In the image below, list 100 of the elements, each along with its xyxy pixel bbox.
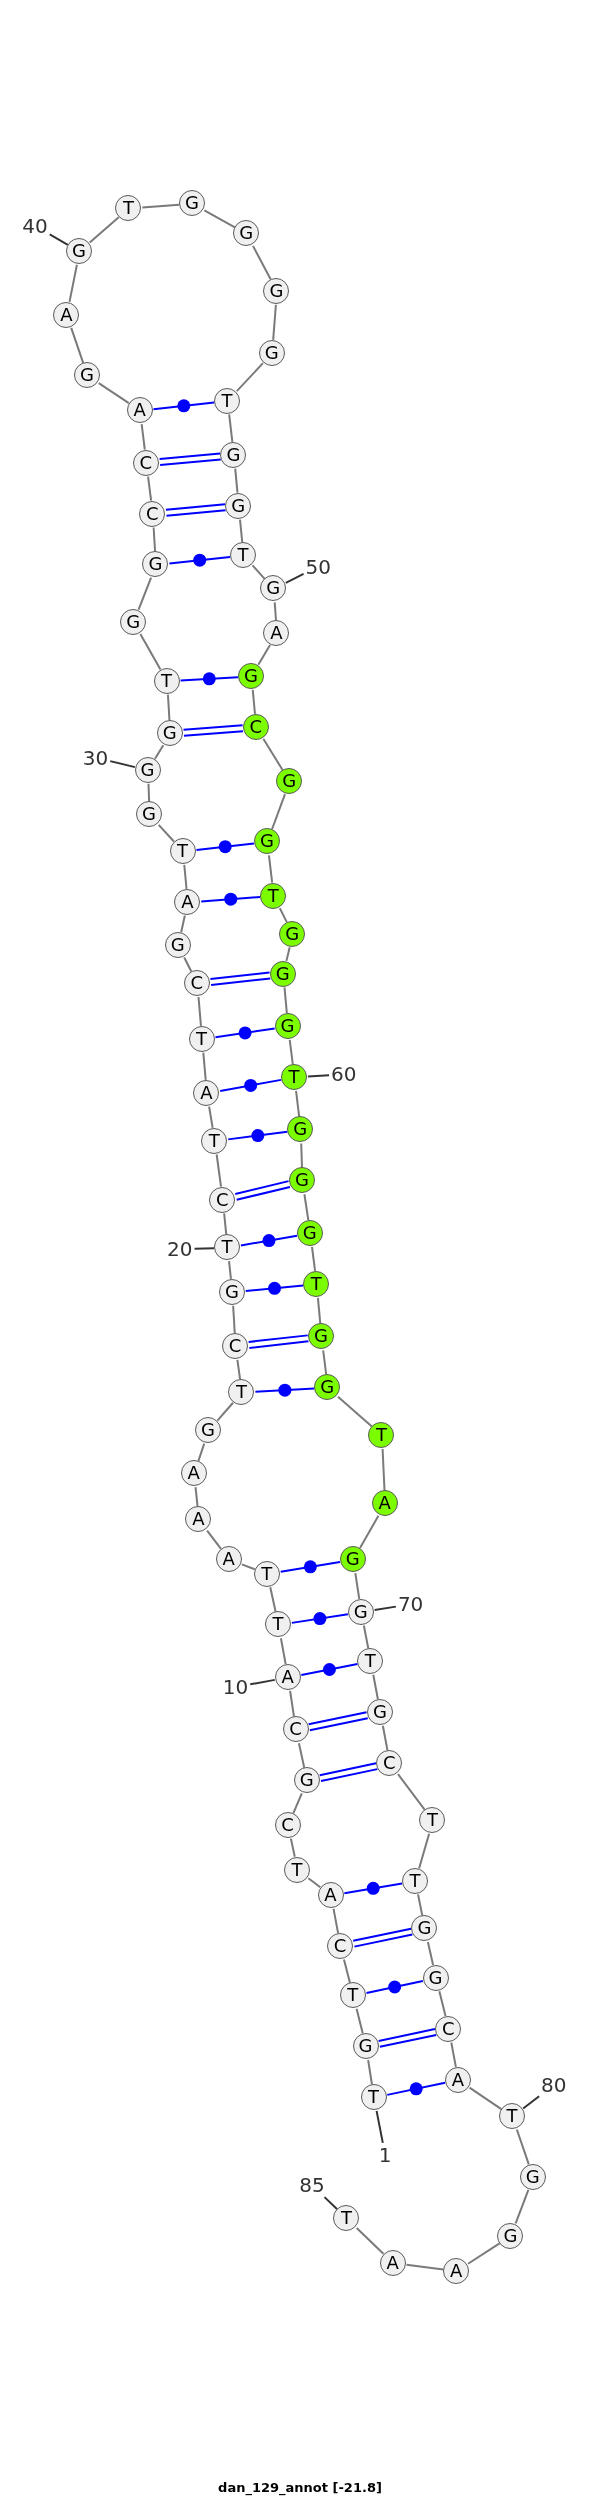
nucleotide-circle: T — [201, 1127, 228, 1154]
backbone-line — [468, 2086, 503, 2111]
base-pair-line — [307, 1711, 369, 1732]
nucleotide-circle: T — [368, 1422, 395, 1449]
backbone-line — [417, 1893, 424, 1917]
backbone-line — [166, 693, 171, 722]
backbone-line — [232, 1304, 236, 1334]
nucleotide-circle: G — [156, 720, 183, 747]
backbone-line — [197, 1442, 206, 1462]
nucleotide-circle: G — [352, 2033, 379, 2060]
backbone-line — [300, 1142, 303, 1169]
nucleotide-circle: G — [293, 1767, 320, 1794]
nucleotide-circle: G — [263, 277, 290, 304]
nucleotide-circle: C — [282, 1716, 309, 1743]
backbone-line — [147, 475, 153, 502]
nucleotide-circle: G — [314, 1374, 341, 1401]
nucleotide-circle: T — [360, 2084, 387, 2111]
backbone-line — [381, 1448, 386, 1492]
nucleotide-circle: A — [274, 1663, 301, 1690]
nucleotide-circle: A — [371, 1490, 398, 1517]
backbone-line — [228, 1260, 232, 1280]
nucleotide-circle: T — [280, 1063, 307, 1090]
backbone-line — [283, 986, 288, 1015]
position-number: 30 — [82, 746, 109, 769]
nucleotide-circle: G — [225, 492, 252, 519]
leader-line — [306, 1074, 331, 1078]
nucleotide-circle: T — [265, 1611, 291, 1638]
nucleotide-circle: A — [317, 1882, 344, 1908]
backbone-line — [278, 907, 288, 924]
backbone-line — [450, 2041, 457, 2068]
nucleotide-circle: A — [126, 397, 153, 424]
base-pair-line — [377, 2028, 438, 2048]
backbone-line — [97, 382, 130, 405]
nucleotide-circle: T — [401, 1867, 428, 1894]
nucleotide-circle: G — [134, 756, 161, 783]
backbone-line — [223, 1212, 228, 1236]
nucleotide-circle: G — [279, 920, 306, 947]
backbone-line — [354, 1572, 361, 1600]
backbone-line — [418, 1832, 431, 1870]
backbone-line — [292, 1792, 303, 1815]
base-pair-line — [352, 1927, 414, 1948]
nucleotide-circle: T — [214, 1234, 241, 1261]
position-number: 85 — [299, 2174, 325, 2197]
nucleotide-circle: G — [287, 1116, 314, 1143]
nucleotide-circle: T — [333, 2205, 360, 2232]
nucleotide-circle: C — [132, 449, 159, 476]
nucleotide-circle: T — [284, 1856, 311, 1883]
position-number: 10 — [222, 1676, 249, 1698]
backbone-line — [269, 1586, 277, 1613]
backbone-line — [336, 1395, 373, 1428]
position-number: 50 — [305, 555, 331, 578]
backbone-line — [137, 576, 153, 611]
nucleotide-circle: G — [260, 575, 287, 602]
nucleotide-circle: A — [193, 1079, 220, 1106]
nucleotide-circle: C — [376, 1749, 403, 1776]
base-pair-line — [209, 971, 272, 987]
nucleotide-circle: G — [347, 1598, 374, 1625]
backbone-line — [68, 263, 78, 303]
backbone-line — [216, 1401, 234, 1422]
nucleotide-circle: G — [366, 1698, 393, 1725]
nucleotide-circle: G — [233, 220, 260, 247]
nucleotide-circle: C — [209, 1186, 236, 1213]
nucleotide-circle: G — [276, 767, 303, 794]
nucleotide-circle: G — [269, 960, 296, 987]
position-number: 60 — [331, 1063, 357, 1086]
nucleotide-circle: C — [327, 1932, 354, 1959]
backbone-line — [514, 2188, 530, 2225]
backbone-line — [397, 1773, 426, 1811]
position-number: 1 — [378, 2143, 392, 2166]
backbone-line — [316, 1296, 322, 1325]
backbone-line — [295, 1089, 301, 1118]
backbone-line — [271, 793, 286, 831]
backbone-line — [252, 244, 272, 281]
backbone-line — [141, 203, 181, 209]
nucleotide-circle: C — [183, 970, 210, 997]
backbone-line — [288, 1038, 294, 1066]
backbone-line — [367, 2059, 373, 2086]
backbone-line — [289, 1689, 295, 1718]
nucleotide-circle: G — [74, 362, 101, 389]
backbone-line — [285, 946, 291, 962]
nucleotide-circle: A — [174, 888, 201, 915]
base-pair-line — [182, 724, 244, 737]
nucleotide-circle: G — [164, 931, 191, 958]
backbone-line — [154, 744, 165, 760]
backbone-line — [251, 564, 266, 580]
nucleotide-circle: T — [253, 1560, 280, 1587]
backbone-line — [273, 601, 277, 621]
nucleotide-circle: G — [274, 1013, 301, 1039]
nucleotide-circle: G — [253, 828, 280, 855]
nucleotide-circle: G — [497, 2222, 524, 2249]
base-pair-line — [247, 1334, 310, 1349]
nucleotide-circle: G — [237, 662, 264, 689]
nucleotide-circle: A — [180, 1460, 207, 1487]
backbone-line — [239, 518, 244, 543]
backbone-line — [311, 1245, 317, 1272]
position-number: 80 — [541, 2073, 567, 2096]
nucleotide-circle: G — [519, 2163, 546, 2190]
backbone-line — [180, 914, 186, 934]
nucleotide-circle: T — [419, 1807, 446, 1834]
backbone-line — [272, 303, 277, 341]
